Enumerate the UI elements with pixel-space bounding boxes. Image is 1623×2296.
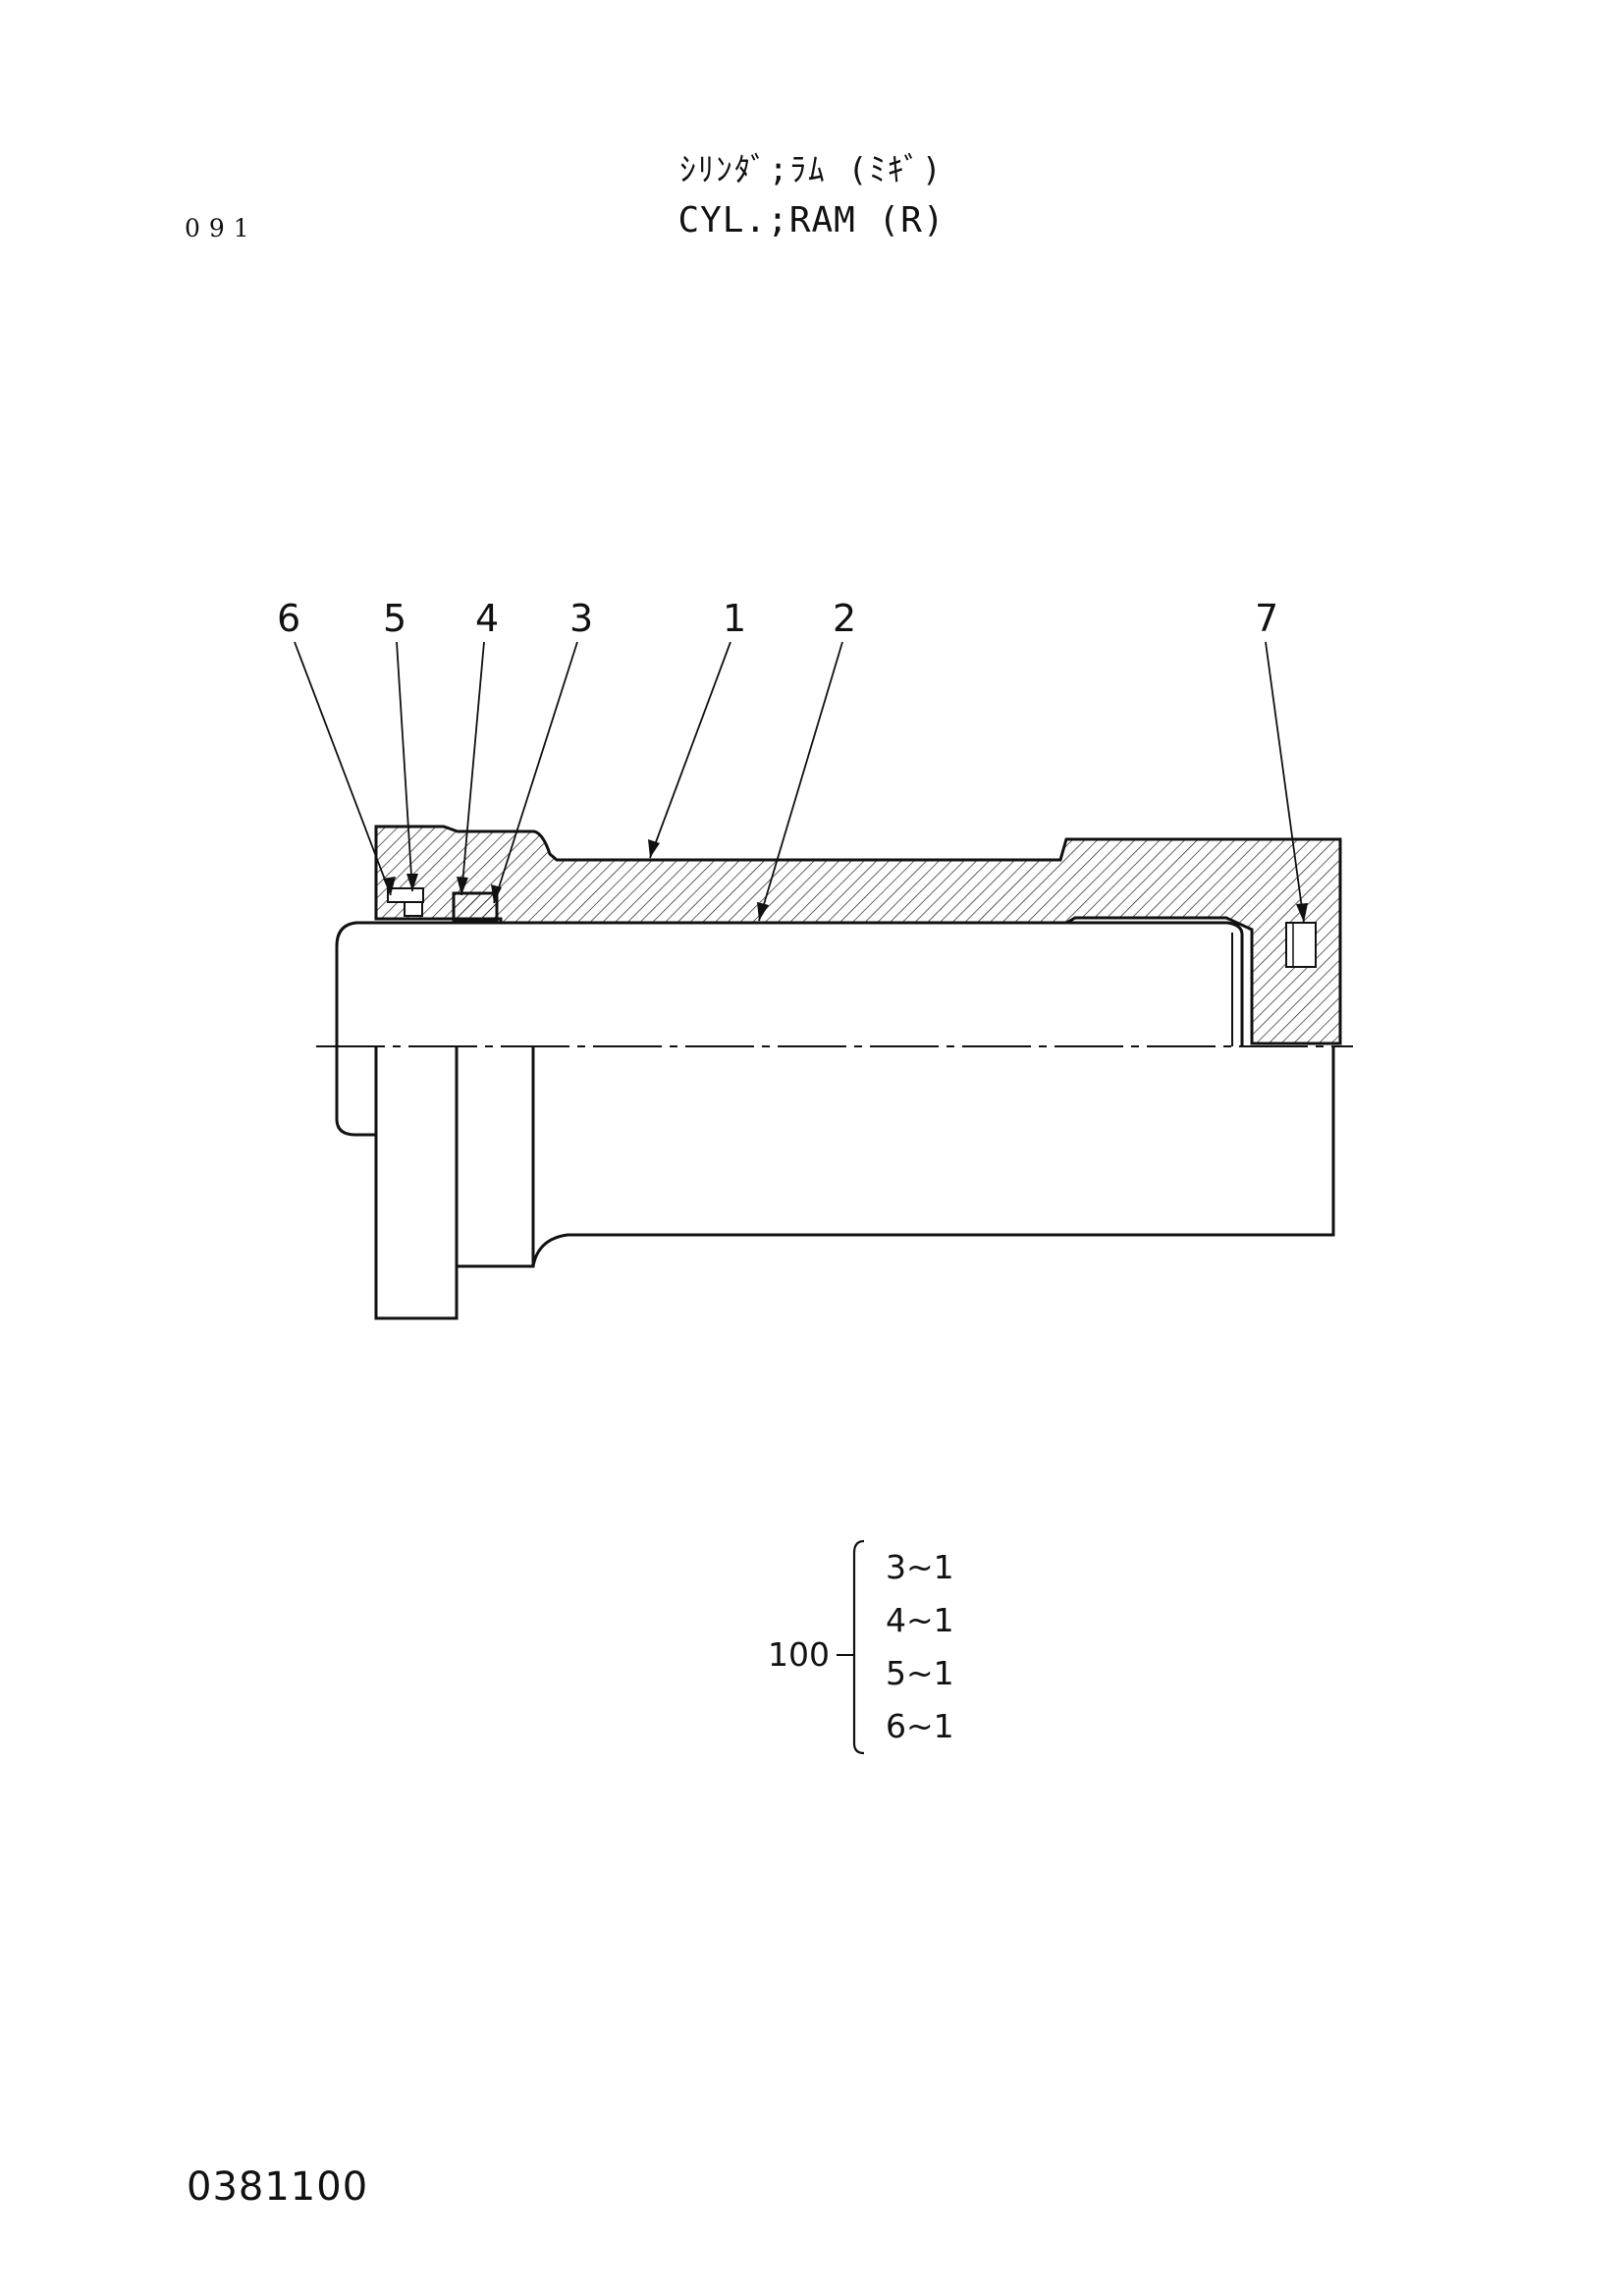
kit-item: 6~1 (886, 1707, 954, 1745)
page-number: 091 (185, 214, 258, 242)
title-english: CYL.;RAM (R) (677, 200, 946, 240)
kit-item: 4~1 (886, 1601, 954, 1639)
flange (374, 1046, 459, 1320)
seal-item-5 (387, 887, 424, 903)
callout-2: 2 (833, 597, 856, 640)
callout-5: 5 (383, 597, 406, 640)
callout-7: 7 (1255, 597, 1278, 640)
kit-brace (852, 1539, 865, 1755)
title-japanese: ｼﾘﾝﾀﾞ;ﾗﾑ (ﾐｷﾞ) (679, 150, 944, 188)
ram-rod-lower (455, 1046, 1335, 1268)
kit-item: 3~1 (886, 1548, 954, 1586)
kit-item: 5~1 (886, 1654, 954, 1692)
callout-1: 1 (723, 597, 746, 640)
kit-number: 100 (768, 1635, 830, 1674)
callout-6: 6 (277, 597, 300, 640)
seal-item-4 (452, 891, 499, 923)
callout-3: 3 (569, 597, 593, 640)
ram-upper (335, 921, 1244, 1046)
document-code: 0381100 (187, 2164, 369, 2210)
ram-lower (335, 1046, 376, 1137)
callout-4: 4 (475, 597, 499, 640)
